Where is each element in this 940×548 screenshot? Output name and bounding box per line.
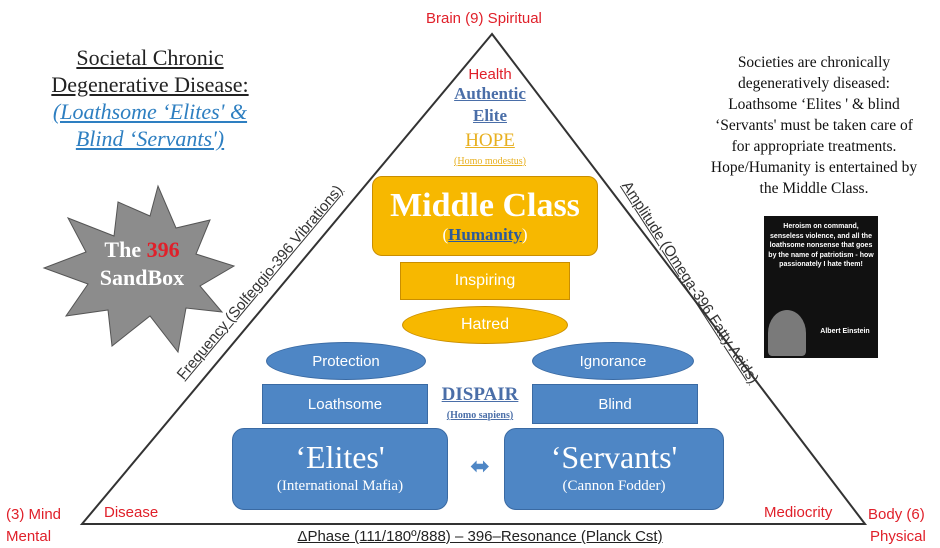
right-text-line-6: Hope/Humanity is entertained by [710,159,918,176]
right-text-line-4: ‘Servants' must be taken care of [715,117,913,134]
loathsome-box: Loathsome [262,384,428,424]
sandbox-star [42,184,236,354]
sandbox-line-1: The 396 [80,236,204,264]
right-text-line-2: degeneratively diseased: [738,75,890,92]
sandbox-line-2: SandBox [99,265,185,290]
protection-ellipse: Protection [266,342,426,380]
title-block: Societal Chronic Degenerative Disease: (… [20,44,280,152]
hatred-ellipse: Hatred [402,306,568,344]
right-text-line-3: Loathsome ‘Elites ' & blind [728,96,900,113]
mediocrity-label: Mediocrity [764,504,833,521]
quote-card: Heroism on command, senseless violence, … [764,216,878,358]
sandbox-text: The 396 SandBox [80,236,204,292]
servants-sub: (Cannon Fodder) [562,478,666,494]
vertex-right-sub-label: Physical [870,528,926,545]
health-label: Health [468,66,512,83]
right-text-line-1: Societies are chronically [737,54,891,71]
hope-label: HOPE [465,130,515,151]
blind-box: Blind [532,384,698,424]
right-text-line-7: the Middle Class. [759,180,869,197]
vertex-right-label: Body (6) [868,506,925,523]
hope-sub-label: (Homo modestus) [454,156,526,167]
vertex-top-label: Brain (9) Spiritual [426,10,542,27]
right-text-line-5: for appropriate treatments. [731,138,897,155]
middle-class-box: Middle Class (Humanity) [372,176,598,256]
elites-title: ‘Elites' [295,439,385,475]
despair-label: DISPAIR [441,384,519,405]
servants-title: ‘Servants' [550,439,678,475]
quote-author: Albert Einstein [820,328,870,335]
humanity-line: (Humanity) [442,225,527,245]
humanity-paren-open: ( [442,225,449,244]
title-line-3: (Loathsome ‘Elites' & [52,99,248,124]
disease-label: Disease [104,504,159,521]
elite-label: Elite [473,106,507,125]
servants-box: ‘Servants' (Cannon Fodder) [504,428,724,510]
right-description: Societies are chronically degeneratively… [688,52,940,199]
middle-class-title: Middle Class [390,187,580,224]
portrait-icon [768,310,806,356]
elites-box: ‘Elites' (International Mafia) [232,428,448,510]
humanity-paren-close: ) [521,225,528,244]
title-line-4: Blind ‘Servants') [75,126,225,151]
authentic-label: Authentic [454,84,526,103]
elites-sub: (International Mafia) [276,478,404,494]
inspiring-box: Inspiring [400,262,570,300]
pyramid-triangle [79,32,868,525]
base-side-label: ΔPhase (111/180º/888) – 396–Resonance (P… [297,528,663,545]
quote-text: Heroism on command, senseless violence, … [768,223,874,268]
sandbox-the: The [104,237,147,262]
ignorance-ellipse: Ignorance [532,342,694,380]
double-arrow-icon: ⬌ [469,453,491,480]
title-line-2: Degenerative Disease: [51,72,249,97]
despair-sub-label: (Homo sapiens) [446,410,514,421]
sandbox-num: 396 [146,237,180,262]
vertex-left-sub-label: Mental [6,528,52,545]
title-line-1: Societal Chronic [76,45,224,70]
vertex-left-label: (3) Mind [6,506,62,523]
humanity-label: Humanity [448,225,522,244]
